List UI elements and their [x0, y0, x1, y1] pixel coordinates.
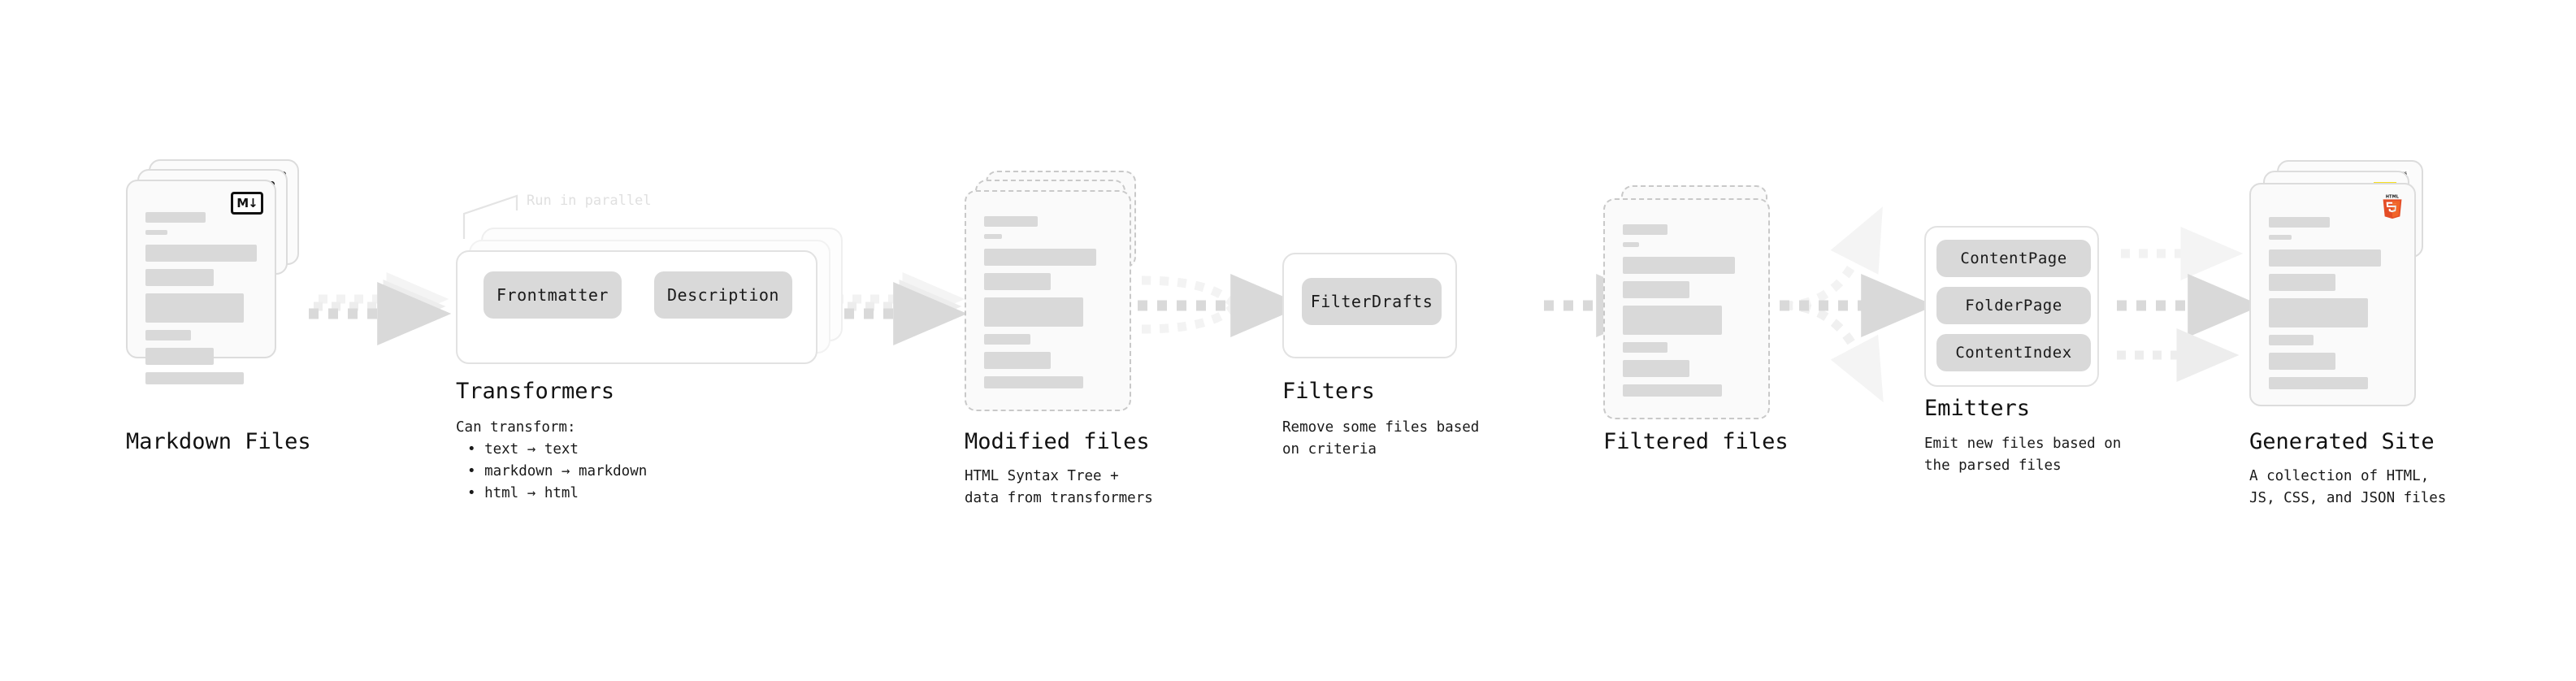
arrow-modified-to-filters [1138, 274, 1305, 337]
skeleton-bar [1623, 384, 1723, 397]
bullet-item: • text → text [467, 441, 579, 458]
filters-group: FilterDrafts [1282, 253, 1457, 358]
skeleton-bar [984, 234, 1002, 239]
skeleton-bar [984, 352, 1051, 369]
skeleton-bars [2269, 217, 2396, 397]
modified-card-front [965, 190, 1131, 411]
transformer-card-front: Frontmatter Description [456, 250, 817, 364]
skeleton-bar [984, 249, 1097, 266]
svg-text:HTML: HTML [2386, 194, 2399, 199]
skeleton-bar [1623, 306, 1723, 335]
emitter-chip-contentpage[interactable]: ContentPage [1936, 240, 2091, 277]
bullet-item: • markdown → markdown [467, 463, 648, 480]
arrow-filtered-to-emitters [1780, 206, 1936, 403]
skeleton-bar [145, 269, 214, 286]
skeleton-bar [145, 348, 214, 365]
stage-title-generated-site: Generated Site [2249, 429, 2435, 454]
skeleton-bar [1623, 360, 1689, 377]
stage-title-modified-files: Modified files [965, 429, 1150, 454]
skeleton-bars [145, 212, 257, 392]
stage-title-transformers: Transformers [456, 379, 615, 404]
html5-icon: HTML [2381, 193, 2404, 222]
transformers-subtitle: Can transform: [456, 419, 576, 436]
skeleton-bar [145, 230, 168, 235]
skeleton-bar [2269, 353, 2335, 370]
skeleton-bar [1623, 224, 1667, 235]
skeleton-bar [2269, 335, 2314, 345]
skeleton-bar [2269, 249, 2382, 267]
skeleton-bar [145, 330, 192, 340]
stage-title-filtered-files: Filtered files [1603, 429, 1789, 454]
filter-chip-filterdrafts[interactable]: FilterDrafts [1302, 278, 1442, 325]
skeleton-bar [145, 293, 244, 323]
skeleton-bars [984, 216, 1112, 396]
markdown-card-front: M↓ [126, 180, 276, 384]
generated-card-front: HTML [2249, 183, 2416, 406]
stage-title-markdown-files: Markdown Files [126, 429, 311, 454]
arrow-markdown-to-transformers [309, 272, 452, 345]
arrow-emitters-to-site [2117, 227, 2262, 382]
bullet-item: • html → html [467, 485, 579, 502]
skeleton-bar [145, 245, 257, 262]
filters-subtitle: Remove some files based on criteria [1282, 419, 1480, 458]
skeleton-bar [1623, 242, 1640, 247]
transformer-chip-frontmatter[interactable]: Frontmatter [484, 271, 622, 319]
skeleton-bar [984, 216, 1038, 227]
generated-site-subtitle: A collection of HTML, JS, CSS, and JSON … [2249, 468, 2447, 507]
skeleton-bar [2269, 235, 2292, 240]
stage-title-filters: Filters [1282, 379, 1375, 404]
skeleton-bar [1623, 342, 1667, 353]
stage-title-emitters: Emitters [1924, 396, 2031, 421]
skeleton-bar [2269, 377, 2369, 389]
markdown-icon: M↓ [231, 192, 263, 215]
transformer-chip-description[interactable]: Description [654, 271, 792, 319]
emitters-group: ContentPage FolderPage ContentIndex [1924, 226, 2099, 387]
filtered-card-front [1603, 198, 1770, 419]
skeleton-bars [1623, 224, 1750, 404]
html5-icon-glyph: HTML [2383, 194, 2402, 219]
skeleton-bar [145, 372, 244, 384]
run-in-parallel-label: Run in parallel [527, 193, 652, 209]
skeleton-bar [2269, 274, 2335, 291]
modified-files-subtitle: HTML Syntax Tree + data from transformer… [965, 468, 1153, 507]
skeleton-bar [2269, 217, 2331, 228]
skeleton-bar [984, 376, 1084, 388]
skeleton-bar [984, 297, 1084, 327]
skeleton-bar [1623, 281, 1689, 298]
emitter-chip-contentindex[interactable]: ContentIndex [1936, 334, 2091, 371]
transformers-bullets: • text → text • markdown → markdown • ht… [456, 439, 647, 505]
skeleton-bar [984, 273, 1051, 290]
skeleton-bar [1623, 257, 1736, 274]
skeleton-bar [984, 334, 1030, 345]
skeleton-bar [2269, 298, 2369, 327]
skeleton-bar [145, 212, 206, 223]
emitters-subtitle: Emit new files based on the parsed files [1924, 436, 2122, 475]
emitter-chip-folderpage[interactable]: FolderPage [1936, 287, 2091, 324]
